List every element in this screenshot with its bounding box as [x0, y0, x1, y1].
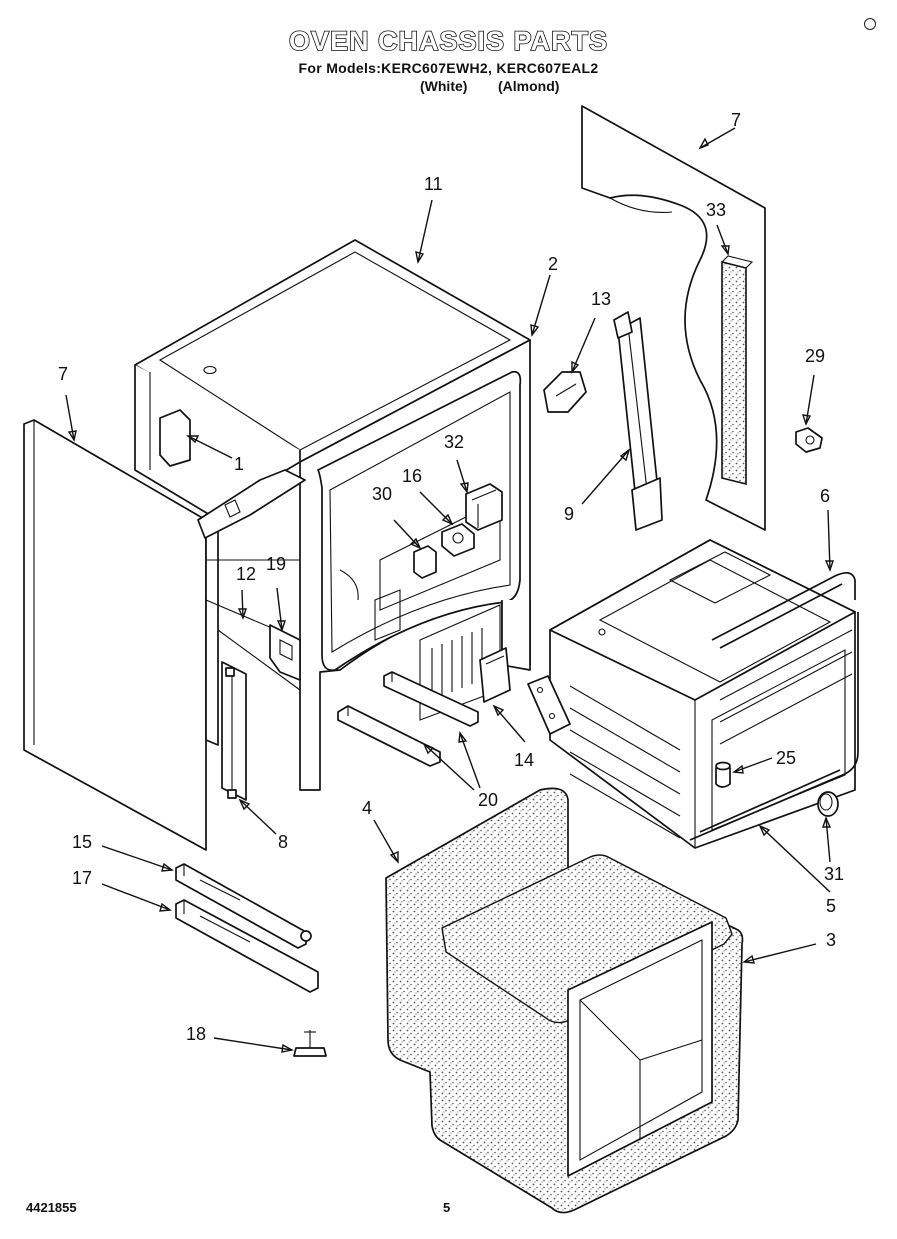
callout-30: 30 — [372, 484, 392, 504]
callout-18: 18 — [186, 1024, 206, 1044]
part-13-bracket — [543, 371, 587, 413]
rear-panel — [581, 105, 766, 531]
oven-cavity — [527, 539, 856, 849]
callout-11: 11 — [424, 174, 443, 194]
part-18-leveling-foot — [293, 1030, 327, 1057]
callout-7-rear: 7 — [731, 110, 741, 130]
side-vent — [197, 469, 306, 539]
callout-12: 12 — [236, 564, 256, 584]
callout-7-left: 7 — [58, 364, 68, 384]
part-29-grommet — [795, 427, 823, 453]
callout-13: 13 — [591, 289, 611, 309]
callout-16: 16 — [402, 466, 422, 486]
page-number: 5 — [443, 1200, 451, 1215]
variant-white-label: (White) — [420, 78, 468, 94]
callout-31: 31 — [824, 864, 844, 884]
callout-6: 6 — [820, 486, 830, 506]
broil-element — [711, 571, 856, 649]
bake-element — [689, 612, 859, 841]
callout-14: 14 — [514, 750, 534, 770]
callout-4: 4 — [362, 798, 372, 818]
insulation-wrap — [385, 787, 744, 1214]
page-title: OVEN CHASSIS PARTS — [288, 25, 609, 57]
part-30-switch — [413, 545, 437, 579]
part-17-rail — [175, 899, 319, 993]
callout-1: 1 — [234, 454, 244, 474]
callout-17: 17 — [72, 868, 92, 888]
callout-8: 8 — [278, 832, 288, 852]
corner-hole-mark — [864, 18, 876, 30]
part-14-box — [479, 647, 511, 703]
callout-5: 5 — [826, 896, 836, 916]
part-20-base-rails — [337, 671, 479, 767]
callout-2: 2 — [548, 254, 558, 274]
callout-20: 20 — [478, 790, 498, 810]
part-15-rail — [175, 863, 312, 949]
part-9-vertical-bracket — [613, 311, 663, 531]
part-1-bracket — [159, 409, 191, 467]
part-8-rail — [221, 661, 247, 801]
callout-29: 29 — [805, 346, 825, 366]
callout-33: 33 — [706, 200, 726, 220]
callout-32: 32 — [444, 432, 464, 452]
callout-19: 19 — [266, 554, 286, 574]
callout-labels: 7 33 11 2 13 29 7 1 32 16 30 9 6 12 19 1… — [58, 110, 844, 1044]
model-numbers: For Models:KERC607EWH2, KERC607EAL2 — [298, 60, 599, 76]
variant-almond-label: (Almond) — [498, 78, 560, 94]
callout-25: 25 — [776, 748, 796, 768]
callout-15: 15 — [72, 832, 92, 852]
callout-9: 9 — [564, 504, 574, 524]
callout-3: 3 — [826, 930, 836, 950]
part-31-plug — [817, 791, 839, 817]
part-12-19-channel — [269, 624, 301, 681]
insulation-strip — [721, 255, 754, 486]
leader-lines — [65, 127, 834, 1053]
part-16-relay — [441, 523, 475, 557]
document-number: 4421855 — [26, 1200, 77, 1215]
part-32-transformer — [465, 483, 503, 531]
